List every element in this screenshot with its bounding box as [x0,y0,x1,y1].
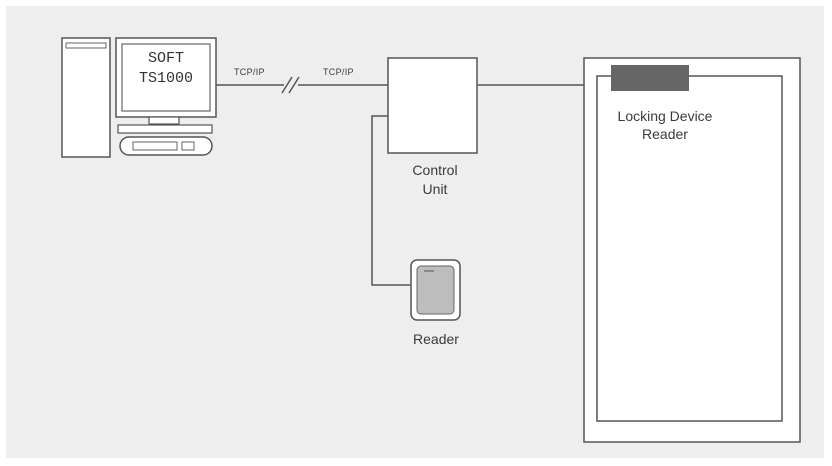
locking-device-block [611,65,689,91]
pc-monitor [115,37,217,134]
door [583,57,801,443]
door-label-line2: Reader [642,126,688,142]
door-label-line1: Locking Device [617,108,713,124]
reader-device [410,259,461,321]
control-unit-label-line1: Control [412,162,458,178]
screen-text-line1: SOFT [147,50,184,67]
pc-tower [61,37,111,158]
reader-label: Reader [413,331,459,347]
control-to-reader-link [371,115,411,286]
tcp-ip-label-right: TCP/IP [323,67,354,77]
pc-keyboard [119,136,213,156]
tcp-ip-link [216,76,388,94]
control-unit-label-line2: Unit [422,181,448,197]
control-unit-box [387,57,478,154]
screen-text-line2: TS1000 [138,70,193,87]
tcp-ip-label-left: TCP/IP [234,67,265,77]
